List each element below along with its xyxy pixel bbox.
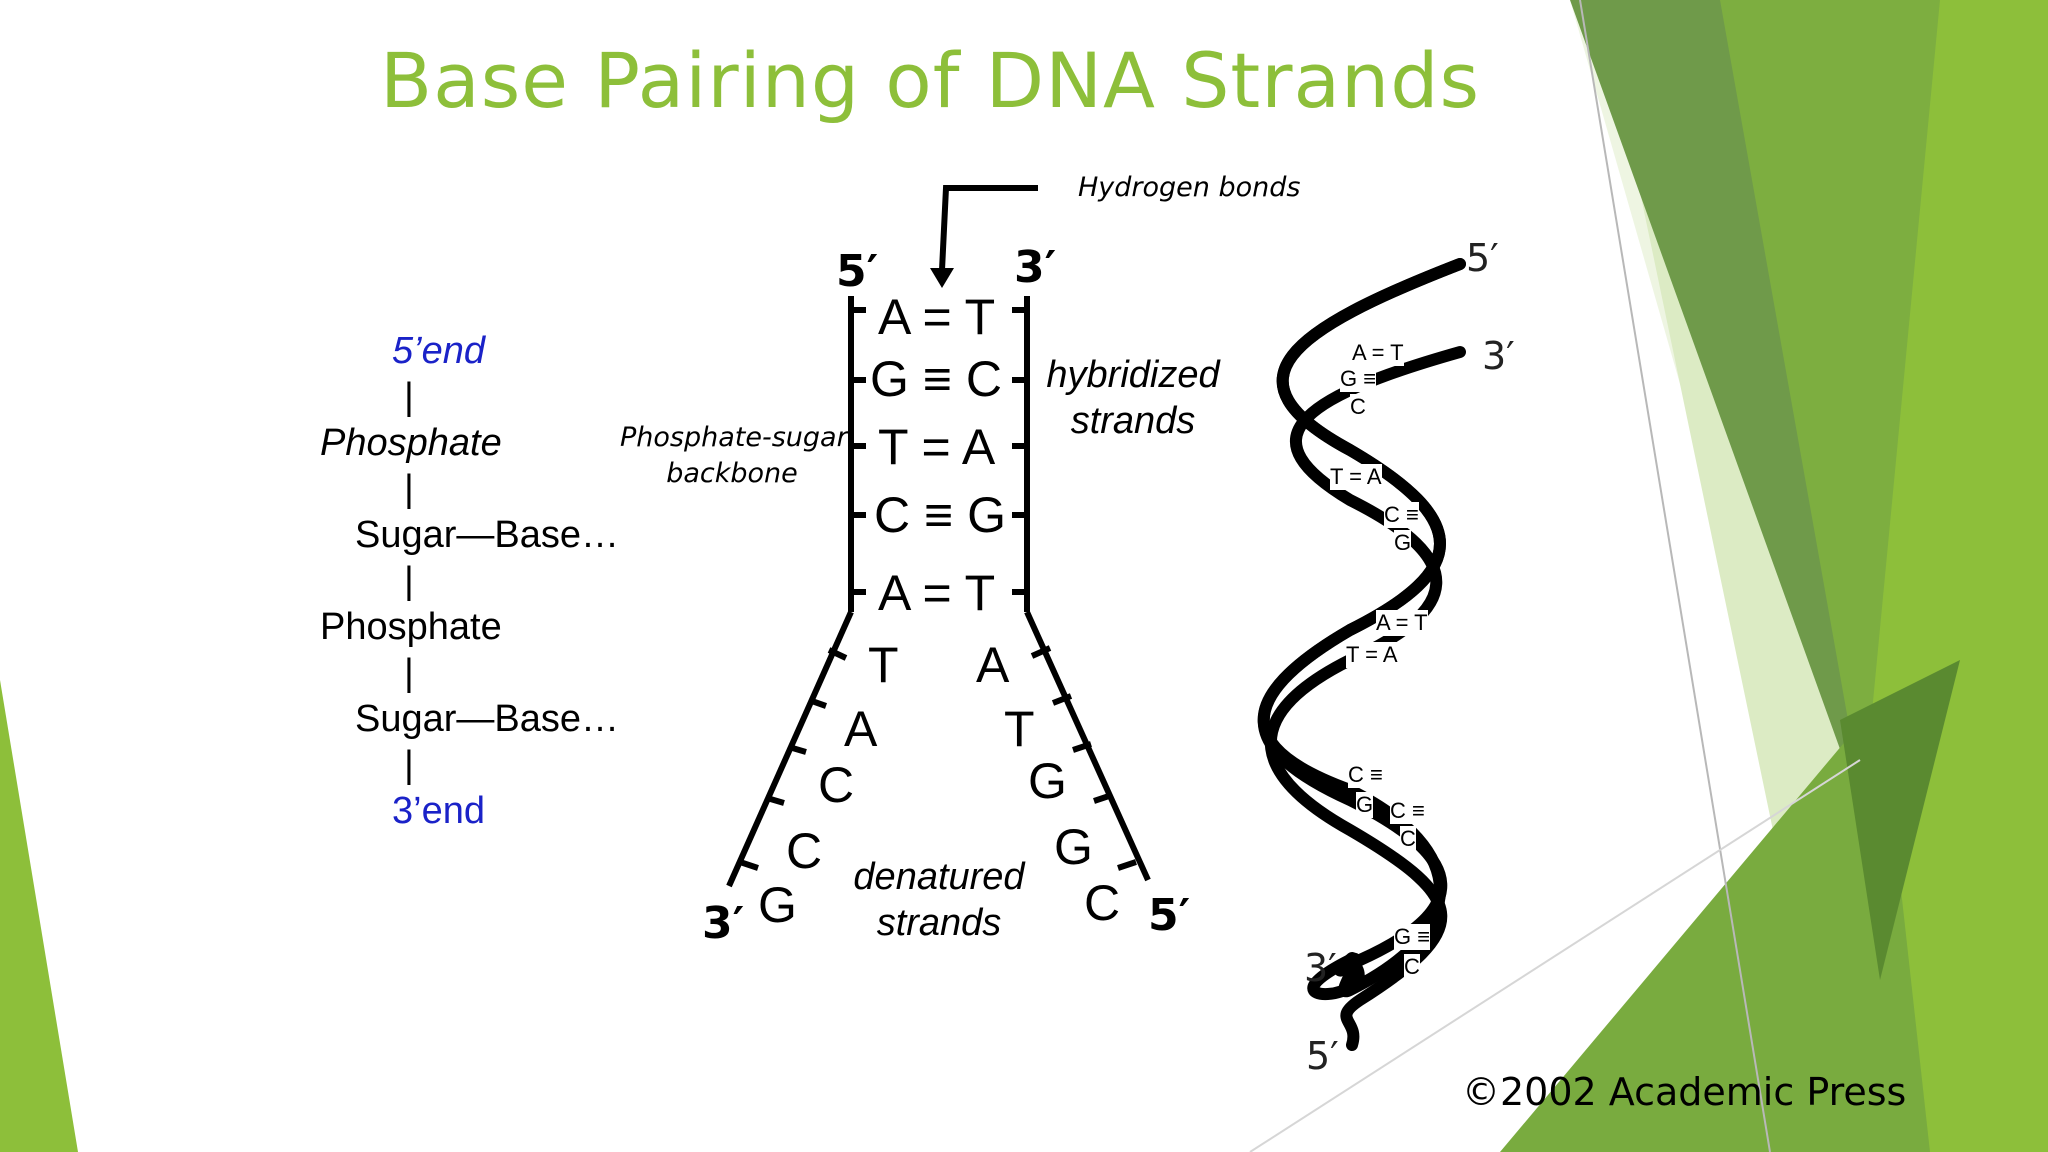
hydrogen-bonds-label: Hydrogen bonds (1078, 172, 1301, 203)
base-pair: A = T (878, 565, 996, 621)
top-three-prime: 3′ (1014, 242, 1057, 293)
right-base: A (976, 637, 1010, 693)
hybridized-backbone (848, 296, 1030, 612)
helix-pair: C (1400, 826, 1416, 852)
chain-link: | (404, 652, 414, 694)
helix-pair: T = A (1346, 642, 1398, 668)
helix-pair: G (1394, 530, 1412, 556)
helix-pair: C (1404, 954, 1420, 980)
right-base: C (1084, 875, 1121, 931)
bottom-five-prime: 5′ (1148, 890, 1191, 941)
left-green-wedge (0, 680, 78, 1152)
helix-top-five-prime: 5′ (1466, 236, 1499, 280)
denatured-label-line2: strands (876, 902, 1002, 944)
denatured-backbone (726, 610, 1151, 888)
helix-strand-2 (1264, 346, 1466, 1051)
right-base: G (1054, 819, 1093, 875)
helix-pair: G (1356, 792, 1374, 818)
right-lower-band (1500, 700, 1930, 1152)
chain-link: | (404, 468, 414, 510)
chain-link: | (404, 560, 414, 602)
left-base: G (758, 877, 797, 933)
base-pair: G ≡ C (870, 351, 1002, 407)
backbone-label-line1: Phosphate-sugar (620, 422, 848, 453)
helix-pair: C ≡ (1348, 762, 1383, 788)
helix-pair: G ≡ (1340, 366, 1377, 392)
helix-pair: C ≡ (1390, 798, 1425, 824)
denatured-label-line1: denatured (853, 856, 1025, 898)
right-base: T (1004, 701, 1035, 757)
diagonal-line-2 (1249, 759, 1861, 1152)
chain-link: | (404, 744, 414, 786)
helix-bottom-five-prime: 5′ (1306, 1034, 1339, 1078)
left-base: T (868, 637, 899, 693)
diagonal-line-1 (1579, 0, 1771, 1152)
sugar-base-label: Sugar—Base… (355, 698, 620, 740)
phosphate-label: Phosphate (320, 606, 502, 648)
sugar-base-label: Sugar—Base… (355, 514, 620, 556)
helix-bottom-three-prime: 3′ (1304, 946, 1337, 990)
five-end-label: 5’end (392, 330, 485, 372)
helix-pair: C ≡ (1384, 502, 1419, 528)
helix-pair: G ≡ (1394, 924, 1431, 950)
helix-pair: A = T (1376, 610, 1428, 636)
helix-pair: A = T (1352, 340, 1404, 366)
left-base: A (844, 701, 878, 757)
left-base: C (786, 823, 823, 879)
base-pair: A = T (878, 289, 996, 345)
bottom-three-prime: 3′ (702, 898, 745, 949)
helix-pair: T = A (1330, 464, 1382, 490)
hybridized-label-line2: strands (1070, 400, 1196, 442)
base-pair: T = A (878, 419, 996, 475)
phosphate-label: Phosphate (320, 422, 502, 464)
right-shadow-band (1840, 660, 1960, 980)
helix-pair: C (1350, 394, 1366, 420)
copyright-notice: ©2002 Academic Press (1462, 1070, 1907, 1114)
backbone-label-line2: backbone (666, 458, 798, 489)
hybridized-label-line1: hybridized (1046, 354, 1220, 396)
chain-link: | (404, 376, 414, 418)
base-pair: C ≡ G (874, 487, 1006, 543)
hydrogen-bond-arrow (930, 185, 1038, 288)
three-end-label: 3’end (392, 790, 485, 832)
top-five-prime: 5′ (836, 246, 879, 297)
right-base: G (1028, 753, 1067, 809)
page-title: Base Pairing of DNA Strands (380, 36, 1481, 125)
helix-top-three-prime: 3′ (1482, 334, 1515, 378)
left-base: C (818, 757, 855, 813)
